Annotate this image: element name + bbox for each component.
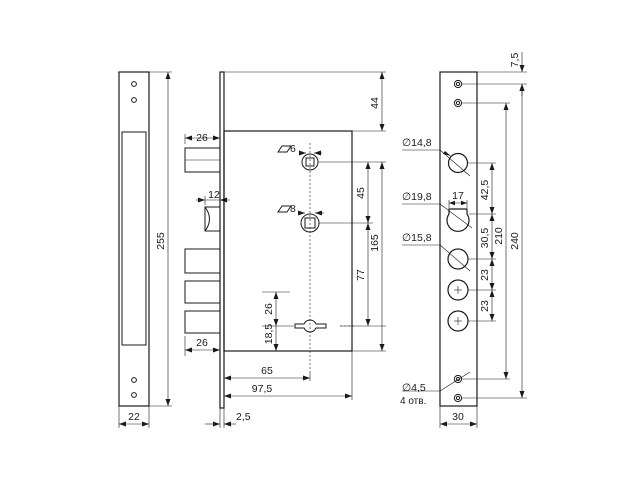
dim-height-210: 210 <box>493 227 505 245</box>
strike-screw-hole <box>453 374 463 384</box>
dim-square-8: 8 <box>290 203 296 215</box>
faceplate-screw-hole <box>131 377 137 383</box>
dim-diameter-19-8: ∅19,8 <box>402 191 432 203</box>
dim-latch-width: 12 <box>208 189 220 201</box>
strike-plate-view: ∅14,8 ∅19,8 ∅15,8 17 7,5 <box>400 52 527 428</box>
dim-spacing-42-5: 42,5 <box>479 180 491 201</box>
dim-strike-width: 30 <box>452 411 464 423</box>
lock-body <box>223 130 353 352</box>
dim-front-height: 255 <box>155 232 167 250</box>
strike-plate-outline <box>439 71 478 407</box>
dim-hole-width-17: 17 <box>452 190 464 202</box>
faceplate-screw-hole <box>131 392 137 398</box>
strike-hole-15-8 <box>447 248 469 270</box>
dim-screw-diameter: ∅4,5 <box>402 382 426 394</box>
latch-bolt <box>204 206 221 232</box>
strike-screw-hole <box>453 79 463 89</box>
dim-depth-97-5: 97,5 <box>252 383 273 395</box>
keyhole <box>294 319 327 333</box>
dim-diameter-14-8: ∅14,8 <box>402 137 432 149</box>
side-view: 44 26 12 6 8 45 <box>184 71 386 428</box>
dim-plate-thickness: 2,5 <box>236 411 251 423</box>
bolt-1 <box>184 248 221 274</box>
dim-front-width: 22 <box>128 411 140 423</box>
front-view: 255 22 <box>118 71 172 428</box>
dim-height-240: 240 <box>509 232 521 250</box>
strike-hole-19-8 <box>446 208 470 232</box>
strike-screw-hole <box>453 98 463 108</box>
bolt-2 <box>184 280 221 304</box>
dim-top-offset: 44 <box>369 97 381 109</box>
dim-diameter-15-8: ∅15,8 <box>402 232 432 244</box>
strike-hole-14-8 <box>447 152 469 174</box>
dim-spacing-30-5: 30,5 <box>479 228 491 249</box>
dim-backset-65: 65 <box>261 365 273 377</box>
dim-spacing-23-b: 23 <box>479 300 491 312</box>
dim-key-offset-18-5: 18,5 <box>263 324 275 345</box>
dim-spacing-165: 165 <box>369 234 381 252</box>
dim-spacing-77: 77 <box>355 269 367 281</box>
faceplate-outline <box>118 71 150 407</box>
square-symbol <box>277 205 292 213</box>
dim-bolt-length: 26 <box>196 132 208 144</box>
front-plate <box>219 71 225 409</box>
faceplate-screw-hole <box>131 81 137 87</box>
square-symbol <box>277 145 292 153</box>
dim-square-6: 6 <box>290 143 296 155</box>
dim-strike-top-offset: 7,5 <box>509 53 521 68</box>
dim-spindle-spacing-45: 45 <box>355 187 367 199</box>
dim-spacing-23-a: 23 <box>479 269 491 281</box>
faceplate-screw-hole <box>131 97 137 103</box>
strike-screw-hole <box>453 393 463 403</box>
dim-bottom-bolt: 26 <box>196 337 208 349</box>
bolt-3 <box>184 310 221 334</box>
spindle-square-6 <box>305 157 315 167</box>
faceplate-slot <box>121 131 147 346</box>
dim-key-offset-26: 26 <box>263 303 275 315</box>
screw-hole-count: 4 отв. <box>400 396 426 407</box>
